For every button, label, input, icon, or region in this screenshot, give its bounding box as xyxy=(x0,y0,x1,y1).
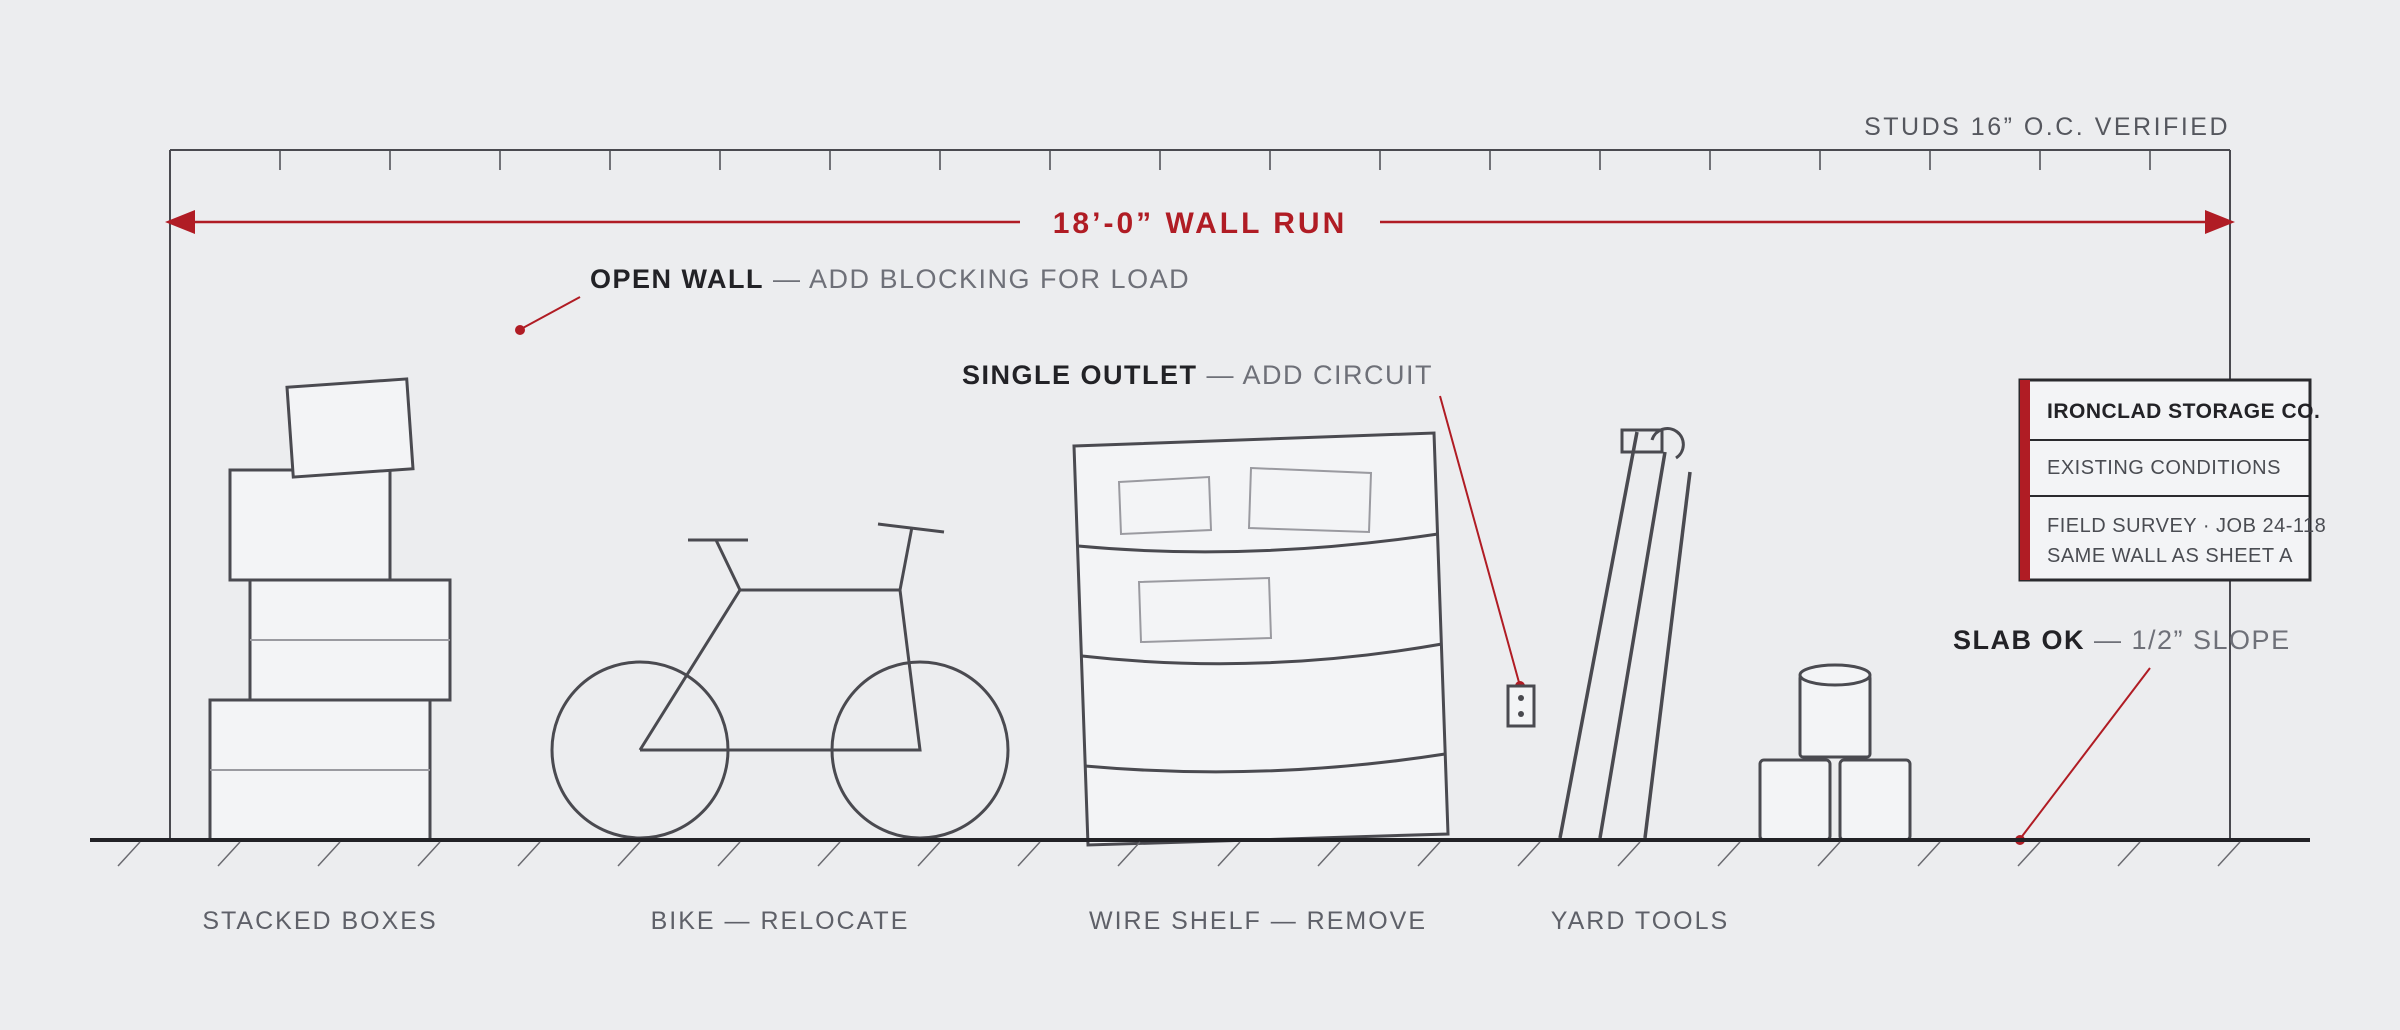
title-block: IRONCLAD STORAGE CO. EXISTING CONDITIONS… xyxy=(2018,378,2326,582)
floor-hatch xyxy=(117,841,2241,867)
label-bike: BIKE — RELOCATE xyxy=(651,907,910,935)
floor-hatch-mark xyxy=(1017,841,1041,867)
yard-tools-drawing xyxy=(1558,427,1692,839)
title-block-line2: SAME WALL AS SHEET A xyxy=(2047,545,2293,567)
floor-hatch-mark xyxy=(1817,841,1841,867)
floor-hatch-mark xyxy=(1717,841,1741,867)
stud-ticks xyxy=(279,150,2151,170)
floor-hatch-mark xyxy=(2117,841,2141,867)
floor-hatch-mark xyxy=(2017,841,2041,867)
callout-open-wall: OPEN WALL — ADD BLOCKING FOR LOAD xyxy=(515,264,1190,335)
callout-open-wall-dot xyxy=(515,325,525,335)
callout-open-wall-text: OPEN WALL — ADD BLOCKING FOR LOAD xyxy=(590,264,1190,294)
dimension-label: 18’-0” WALL RUN xyxy=(1053,207,1347,240)
floor-hatch-mark xyxy=(2217,841,2241,867)
floor-hatch-mark xyxy=(617,841,641,867)
wire-shelf-drawing xyxy=(1072,431,1450,847)
callout-slab: SLAB OK — 1/2” SLOPE xyxy=(1953,625,2291,845)
dimension-arrow-left xyxy=(165,210,195,234)
floor-hatch-mark xyxy=(1217,841,1241,867)
floor-hatch-mark xyxy=(417,841,441,867)
studs-note: STUDS 16” O.C. VERIFIED xyxy=(1864,113,2230,141)
floor-hatch-mark xyxy=(517,841,541,867)
floor-hatch-mark xyxy=(1917,841,1941,867)
floor-hatch-mark xyxy=(817,841,841,867)
title-block-accent-bar xyxy=(2020,380,2030,580)
label-wire-shelf: WIRE SHELF — REMOVE xyxy=(1089,907,1427,935)
floor-hatch-mark xyxy=(1117,841,1141,867)
title-block-line1: FIELD SURVEY · JOB 24-118 xyxy=(2047,515,2326,537)
floor-hatch-mark xyxy=(317,841,341,867)
outlet-icon xyxy=(1506,684,1536,728)
title-block-company: IRONCLAD STORAGE CO. xyxy=(2047,400,2320,423)
floor-hatch-mark xyxy=(117,841,141,867)
floor-hatch-mark xyxy=(717,841,741,867)
bike-drawing xyxy=(550,522,1010,840)
floor-hatch-mark xyxy=(917,841,941,867)
floor-hatch-mark xyxy=(1417,841,1441,867)
storage-bins-drawing xyxy=(1758,663,1912,842)
floor-slab xyxy=(90,838,2310,867)
floor-hatch-mark xyxy=(217,841,241,867)
stacked-boxes-drawing xyxy=(208,377,452,842)
floor-hatch-mark xyxy=(1517,841,1541,867)
callout-outlet-text: SINGLE OUTLET — ADD CIRCUIT xyxy=(962,360,1433,390)
label-stacked-boxes: STACKED BOXES xyxy=(202,907,437,935)
callout-outlet: SINGLE OUTLET — ADD CIRCUIT xyxy=(962,360,1525,691)
floor-hatch-mark xyxy=(1317,841,1341,867)
label-yard-tools: YARD TOOLS xyxy=(1551,907,1729,935)
title-block-sheet: EXISTING CONDITIONS xyxy=(2047,457,2281,479)
callout-slab-text: SLAB OK — 1/2” SLOPE xyxy=(1953,625,2291,655)
dimension-arrow-right xyxy=(2205,210,2235,234)
wall-run-dimension: 18’-0” WALL RUN xyxy=(165,207,2235,240)
floor-hatch-mark xyxy=(1617,841,1641,867)
